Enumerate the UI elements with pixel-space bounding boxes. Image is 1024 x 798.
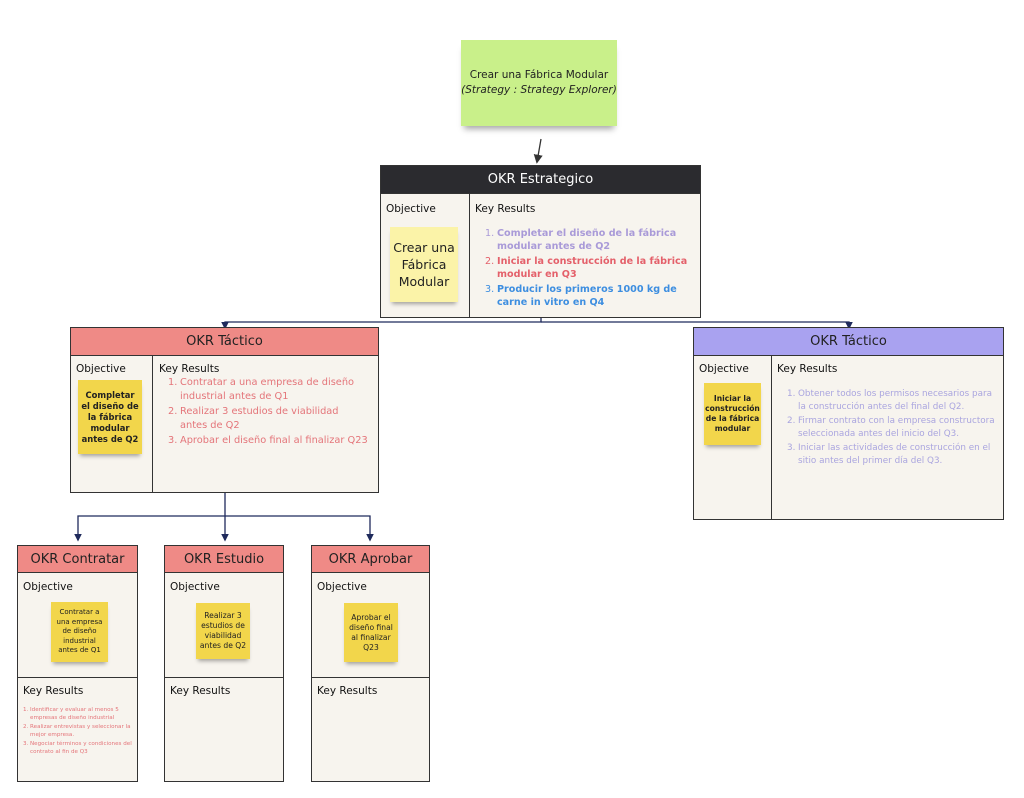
okr-aprobar-card[interactable]: OKR Aprobar Objective Aprobar el diseño … <box>311 545 430 782</box>
okr-aprobar-header: OKR Aprobar <box>312 546 429 573</box>
okr-tactical-right-header: OKR Táctico <box>694 328 1003 356</box>
key-results-label: Key Results <box>777 363 838 375</box>
objective-label: Objective <box>699 363 749 375</box>
divider <box>312 677 429 678</box>
tactical-right-key-results: 1. Obtener todos los permisos necesarios… <box>787 388 995 468</box>
okr-estudio-header: OKR Estudio <box>165 546 283 573</box>
divider <box>165 677 283 678</box>
strategy-note-subtitle: (Strategy : Strategy Explorer) <box>461 84 617 96</box>
key-result-item: 3. Aprobar el diseño final al finalizar … <box>168 435 368 446</box>
divider <box>18 677 137 678</box>
divider <box>469 193 470 317</box>
arrow-tactical-to-contratar <box>74 493 226 542</box>
key-results-label: Key Results <box>170 685 231 697</box>
okr-strategic-card[interactable]: OKR Estrategico Objective Key Results Cr… <box>380 165 701 318</box>
tactical-left-key-results: 1. Contratar a una empresa de diseño ind… <box>168 376 368 448</box>
okr-contratar-header: OKR Contratar <box>18 546 137 573</box>
key-result-item: 1. Obtener todos los permisos necesarios… <box>787 389 992 412</box>
okr-tactical-right-title: OKR Táctico <box>810 334 887 349</box>
divider <box>771 355 772 519</box>
objective-sticky[interactable]: Contratar a una empresa de diseño indust… <box>51 602 108 662</box>
okr-estudio-card[interactable]: OKR Estudio Objective Realizar 3 estudio… <box>164 545 284 782</box>
okr-aprobar-title: OKR Aprobar <box>328 551 413 567</box>
objective-label: Objective <box>386 203 436 215</box>
okr-tactical-left-title: OKR Táctico <box>186 334 263 349</box>
okr-tactical-left-header: OKR Táctico <box>71 328 378 356</box>
okr-tactical-left-card[interactable]: OKR Táctico Objective Key Results Comple… <box>70 327 379 493</box>
objective-label: Objective <box>317 581 367 593</box>
objective-label: Objective <box>76 363 126 375</box>
objective-sticky[interactable]: Crear una Fábrica Modular <box>390 227 458 302</box>
key-result-item: 1. Contratar a una empresa de diseño ind… <box>168 377 355 402</box>
key-results-label: Key Results <box>23 685 84 697</box>
key-result-item: 1. Completar el diseño de la fábrica mod… <box>485 228 677 252</box>
okr-contratar-title: OKR Contratar <box>30 551 125 567</box>
key-results-label: Key Results <box>475 203 536 215</box>
objective-label: Objective <box>170 581 220 593</box>
key-result-item: 3. Iniciar las actividades de construcci… <box>787 443 991 466</box>
okr-strategic-title: OKR Estrategico <box>487 172 594 187</box>
objective-text: Completar el diseño de la fábrica modula… <box>81 389 139 444</box>
objective-sticky[interactable]: Aprobar el diseño final al finalizar Q23 <box>344 603 398 662</box>
okr-strategic-header: OKR Estrategico <box>381 166 700 194</box>
objective-text: Aprobar el diseño final al finalizar Q23 <box>349 612 393 652</box>
strategic-key-results: 1. Completar el diseño de la fábrica mod… <box>485 227 697 309</box>
arrow-strategic-to-tactical-right <box>541 321 853 330</box>
objective-sticky[interactable]: Realizar 3 estudios de viabilidad antes … <box>196 603 250 659</box>
strategy-note[interactable]: Crear una Fábrica Modular (Strategy : St… <box>461 40 617 126</box>
objective-text: Crear una Fábrica Modular <box>393 240 455 289</box>
arrow-strategic-to-tactical-left <box>221 318 542 330</box>
objective-text: Contratar a una empresa de diseño indust… <box>56 608 103 655</box>
objective-sticky[interactable]: Completar el diseño de la fábrica modula… <box>78 380 142 454</box>
key-result-item: 2. Firmar contrato con la empresa constr… <box>787 416 995 439</box>
key-result-item: 2. Iniciar la construcción de la fábrica… <box>485 256 688 280</box>
objective-label: Objective <box>23 581 73 593</box>
key-result-item: 3. Negociar términos y condiciones del c… <box>23 741 132 755</box>
divider <box>152 355 153 492</box>
objective-text: Iniciar la construcción de la fábrica mo… <box>705 394 760 433</box>
strategy-note-title: Crear una Fábrica Modular <box>469 69 609 81</box>
okr-tactical-right-card[interactable]: OKR Táctico Objective Key Results Inicia… <box>693 327 1004 520</box>
key-result-item: 2. Realizar entrevistas y seleccionar la… <box>23 724 131 738</box>
okr-estudio-title: OKR Estudio <box>183 551 265 567</box>
key-result-item: 3. Producir los primeros 1000 kg de carn… <box>485 284 677 308</box>
key-result-item: 2. Realizar 3 estudios de viabilidad ant… <box>168 406 339 431</box>
objective-text: Realizar 3 estudios de viabilidad antes … <box>199 611 247 650</box>
key-result-item: 1. Identificar y evaluar al menos 5 empr… <box>23 707 119 721</box>
arrow-tactical-to-aprobar <box>225 515 374 542</box>
objective-sticky[interactable]: Iniciar la construcción de la fábrica mo… <box>704 383 761 445</box>
okr-contratar-card[interactable]: OKR Contratar Objective Contratar a una … <box>17 545 138 782</box>
key-results-label: Key Results <box>159 363 220 375</box>
key-results-label: Key Results <box>317 685 378 697</box>
contratar-key-results: 1. Identificar y evaluar al menos 5 empr… <box>23 706 135 756</box>
arrow-note-to-strategic <box>533 138 543 164</box>
